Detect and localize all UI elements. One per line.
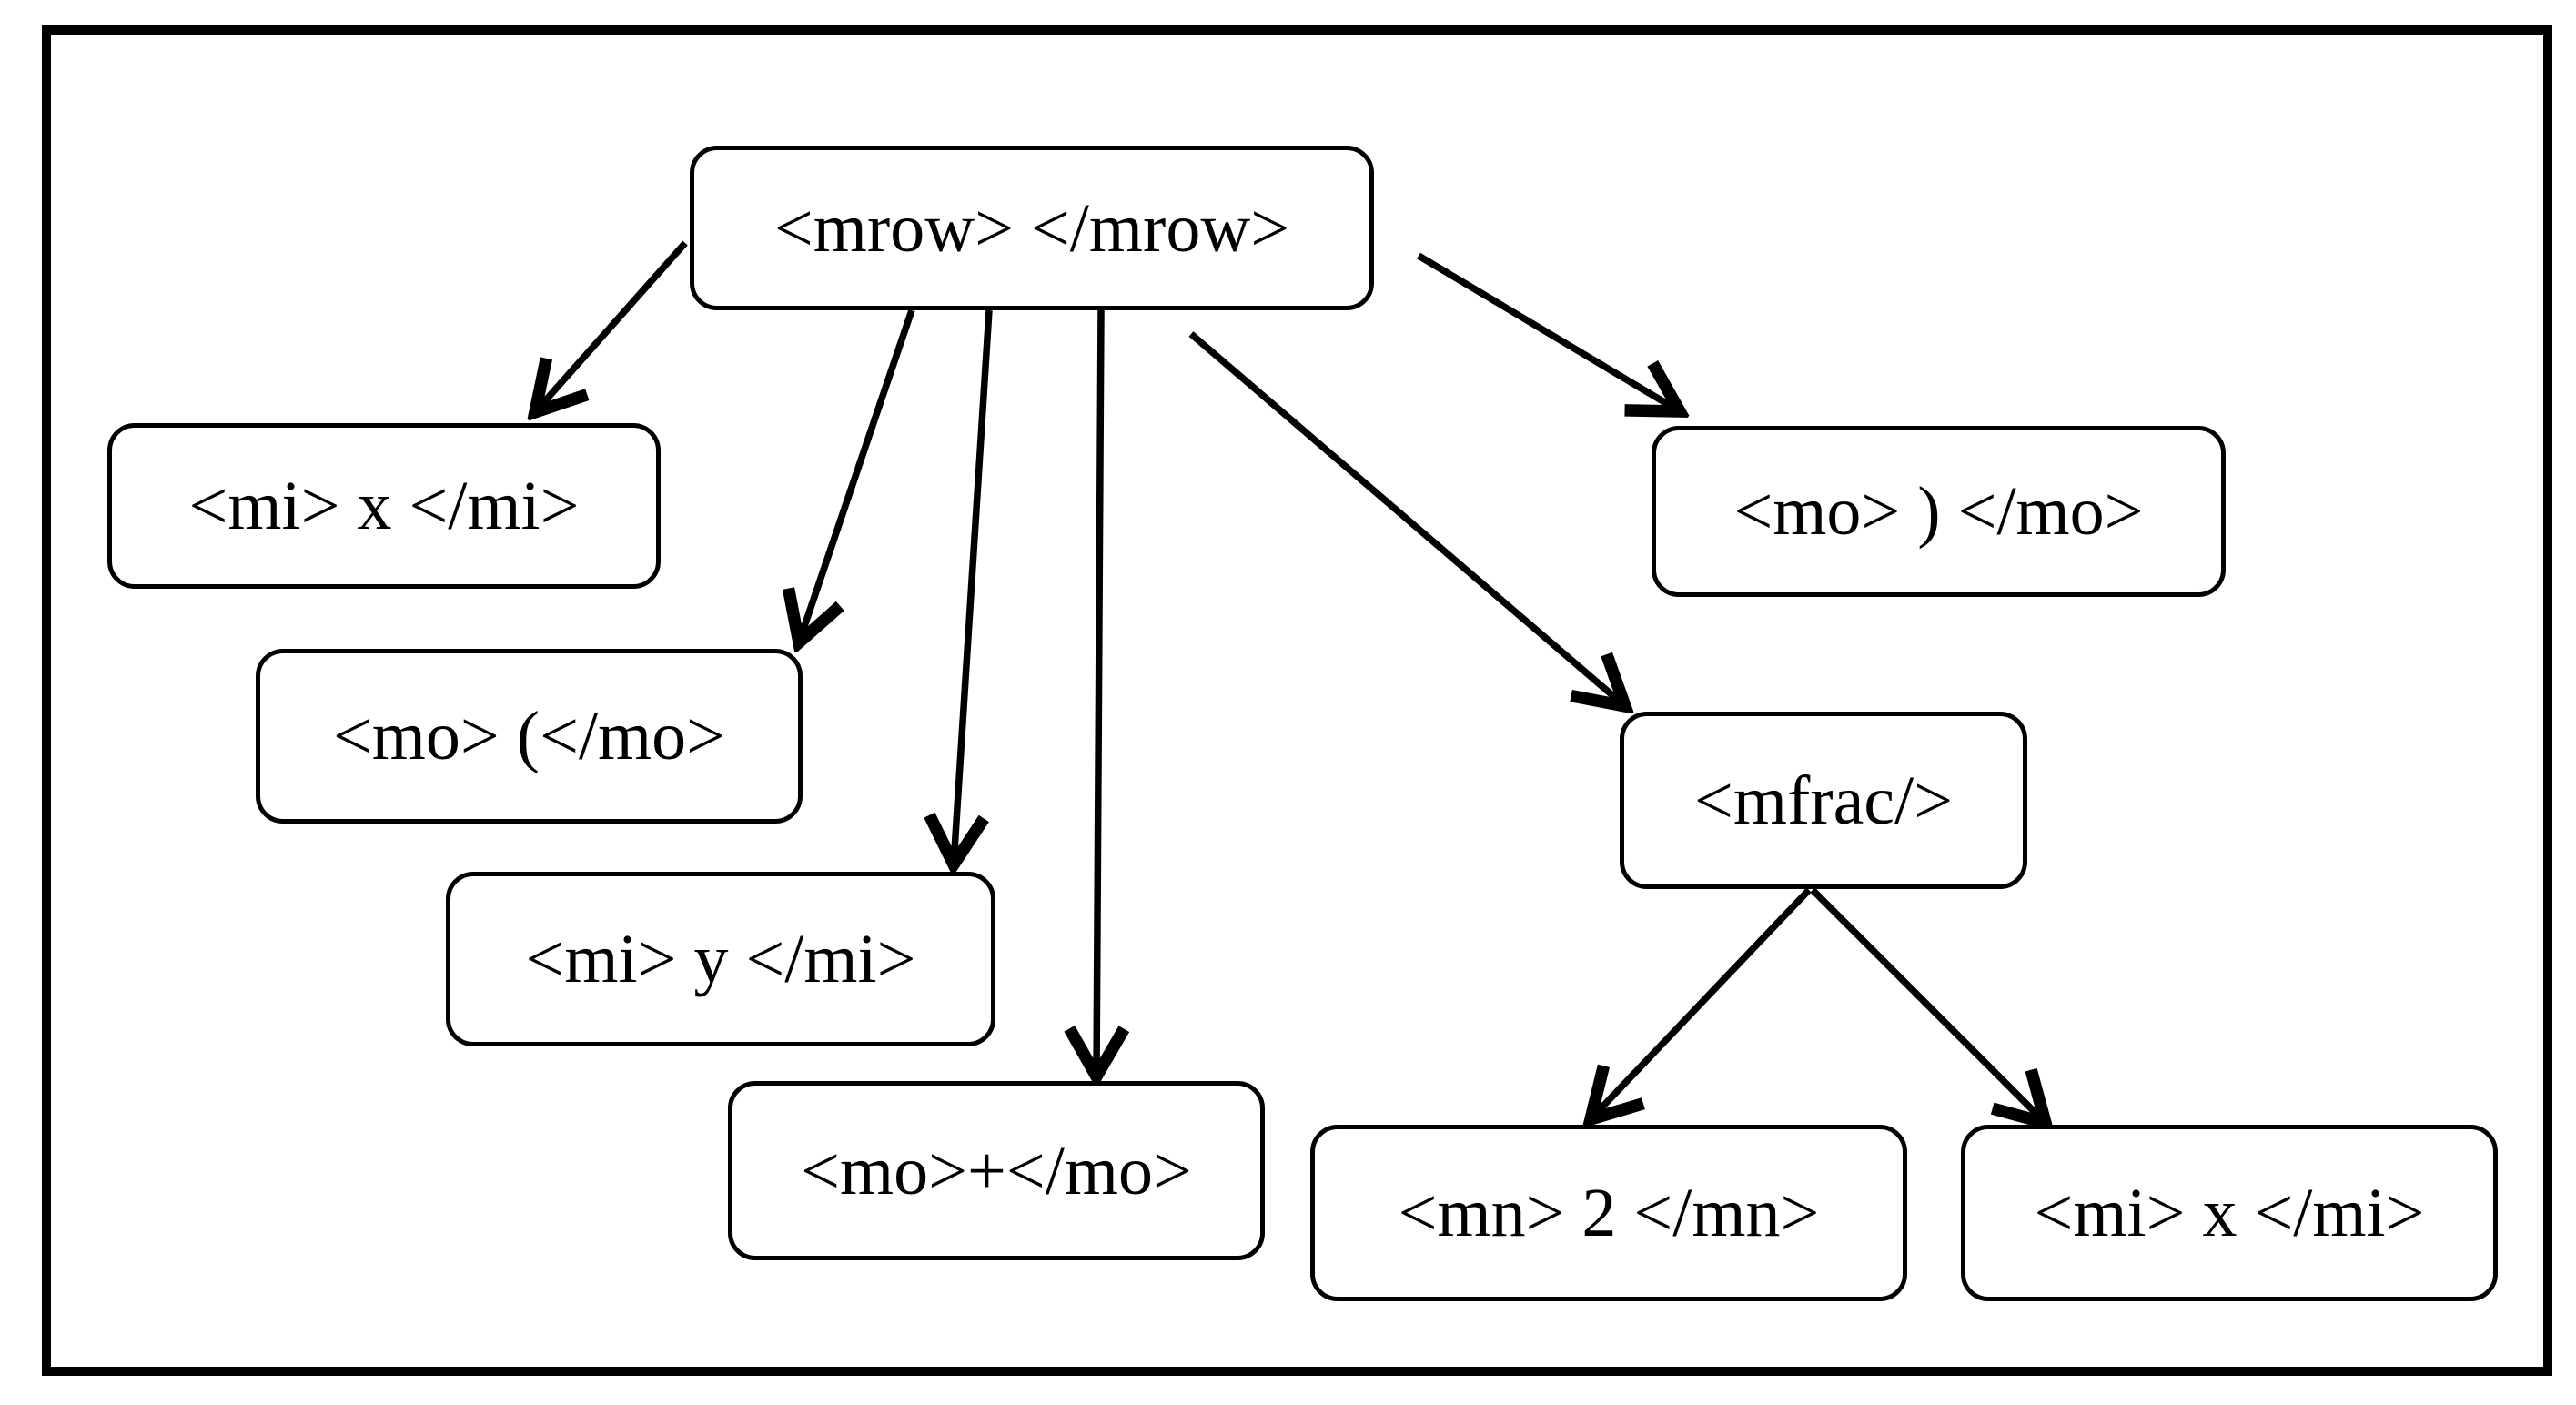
node-mfrac: <mfrac/>: [1620, 712, 2027, 889]
node-mi-x-2: <mi> x </mi>: [1961, 1125, 2498, 1301]
node-mo-open-paren-label: <mo> (</mo>: [332, 698, 726, 774]
node-mi-x-2-label: <mi> x </mi>: [2034, 1175, 2425, 1251]
node-mi-x-label: <mi> x </mi>: [188, 468, 580, 544]
node-mi-y-label: <mi> y </mi>: [525, 921, 916, 997]
diagram-border: [42, 25, 2552, 1376]
node-mo-close-paren-label: <mo> ) </mo>: [1733, 473, 2144, 550]
node-mn-2: <mn> 2 </mn>: [1310, 1125, 1907, 1301]
node-mo-plus: <mo>+</mo>: [728, 1081, 1265, 1260]
node-mrow-label: <mrow> </mrow>: [773, 189, 1290, 267]
node-mfrac-label: <mfrac/>: [1693, 762, 1954, 839]
node-mi-y: <mi> y </mi>: [446, 872, 995, 1046]
node-mrow: <mrow> </mrow>: [690, 146, 1374, 310]
node-mo-plus-label: <mo>+</mo>: [801, 1132, 1192, 1209]
node-mn-2-label: <mn> 2 </mn>: [1398, 1175, 1820, 1251]
node-mo-open-paren: <mo> (</mo>: [256, 649, 803, 824]
node-mo-close-paren: <mo> ) </mo>: [1652, 426, 2226, 597]
node-mi-x: <mi> x </mi>: [107, 423, 661, 589]
